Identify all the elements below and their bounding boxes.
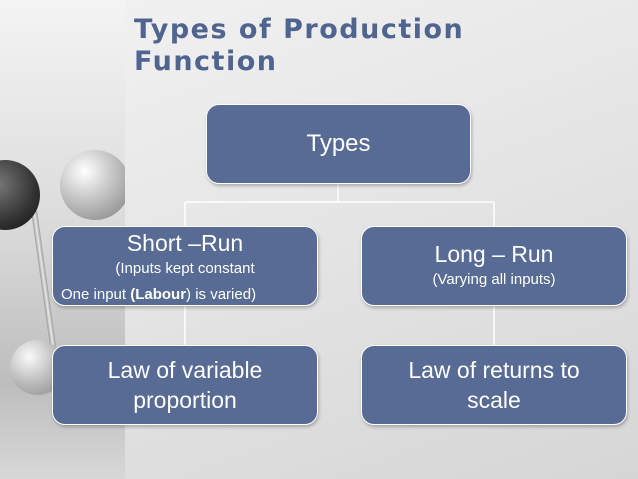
decorative-light-sphere: [60, 150, 125, 220]
detail-bold: (Labour: [130, 286, 187, 303]
node-short-run: Short –Run (Inputs kept constant One inp…: [52, 226, 318, 306]
node-law-variable-proportion: Law of variable proportion: [52, 345, 318, 425]
node-short-run-detail: One input (Labour) is varied): [53, 286, 317, 304]
node-long-run: Long – Run (Varying all inputs): [361, 226, 627, 306]
node-long-run-sub: (Varying all inputs): [432, 271, 556, 288]
node-law-returns-label: Law of returns to scale: [408, 357, 580, 413]
node-long-run-label: Long – Run: [434, 241, 554, 267]
node-types-label: Types: [306, 130, 371, 157]
detail-suffix: ) is varied): [186, 286, 257, 303]
node-types: Types: [206, 104, 471, 184]
node-law-variable-label: Law of variable proportion: [107, 357, 263, 413]
node-short-run-sub: (Inputs kept constant: [115, 260, 255, 277]
node-law-returns-to-scale: Law of returns to scale: [361, 345, 627, 425]
detail-prefix: One input: [61, 286, 131, 303]
node-short-run-label: Short –Run: [126, 230, 244, 256]
slide-title: Types of Production Function: [134, 14, 465, 77]
